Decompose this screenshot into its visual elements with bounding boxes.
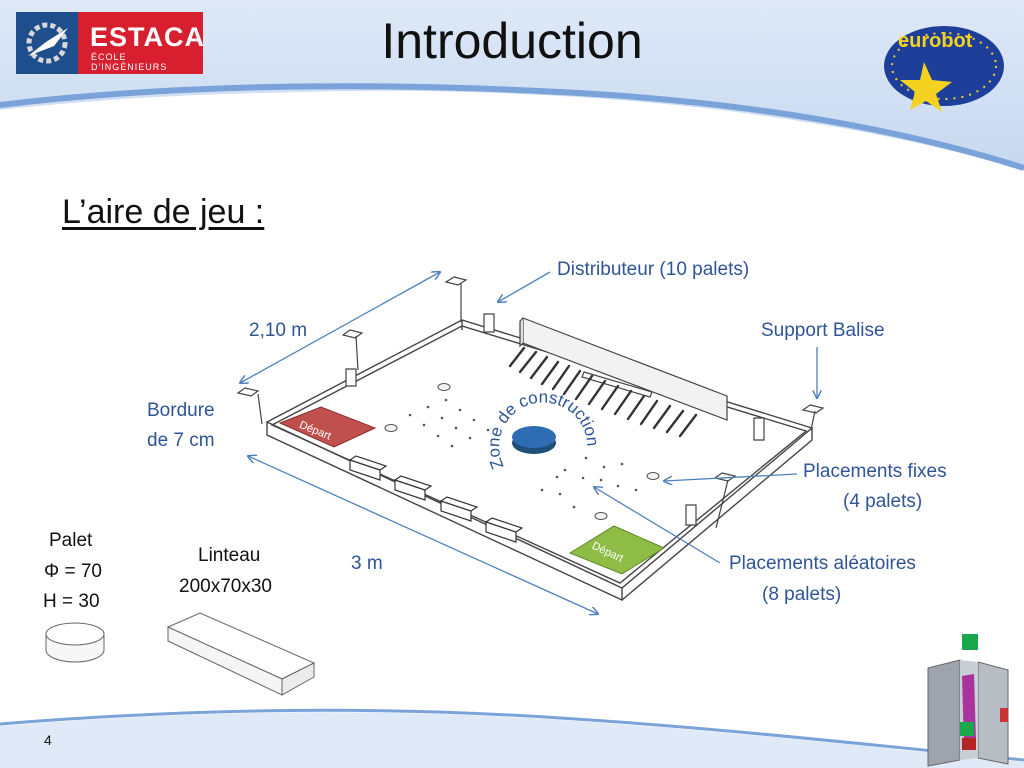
palet-title: Palet [49,530,93,551]
robot-illustration [927,634,1009,767]
slide-title: Introduction [381,13,643,69]
bordure-label-line1: Bordure [147,400,215,421]
palet-drawing [45,622,105,663]
width-dimension-arrow [240,272,440,383]
section-heading: L’aire de jeu : [62,193,265,231]
placements-fixes-label-line2: (4 palets) [843,491,923,512]
distributeur-label: Distributeur (10 palets) [557,259,750,280]
fixed-pucks [384,383,660,520]
length-dimension-arrow [248,456,598,614]
dimension-arrows [240,272,598,614]
estaca-logo-name: ESTACA [90,22,206,52]
estaca-logo: ESTACA ÉCOLE D'INGÉNIEURS [16,12,206,74]
distributor-wall [508,317,728,438]
palet-height: H = 30 [43,591,100,612]
page-number: 4 [44,732,52,748]
distributeur-callout-arrow [498,271,551,302]
footer-wave [0,708,1024,768]
placements-aleatoires-callout-arrow [594,487,721,564]
length-label: 3 m [351,553,383,574]
support-balise-label: Support Balise [761,320,885,341]
width-label: 2,10 m [249,320,308,341]
estaca-logo-subtitle: ÉCOLE D'INGÉNIEURS [91,52,168,72]
placements-aleatoires-label-line1: Placements aléatoires [729,553,916,574]
placements-aleatoires-label-line2: (8 palets) [762,584,842,605]
callout-arrows [498,271,817,564]
linteau-title: Linteau [198,545,261,566]
header-wave-background [0,0,1024,178]
bordure-label-line2: de 7 cm [147,430,215,451]
linteau-dimensions: 200x70x30 [179,576,272,597]
palet-diameter: Φ = 70 [44,561,102,582]
start-zone-red [278,406,377,448]
placements-fixes-label-line1: Placements fixes [803,461,947,482]
linteau-drawing [166,612,316,696]
eurobot-logo: eurobot [880,22,1008,114]
construction-zone-disk [512,426,556,454]
eurobot-logo-name: eurobot [898,30,973,52]
placements-fixes-callout-arrow [664,473,798,481]
